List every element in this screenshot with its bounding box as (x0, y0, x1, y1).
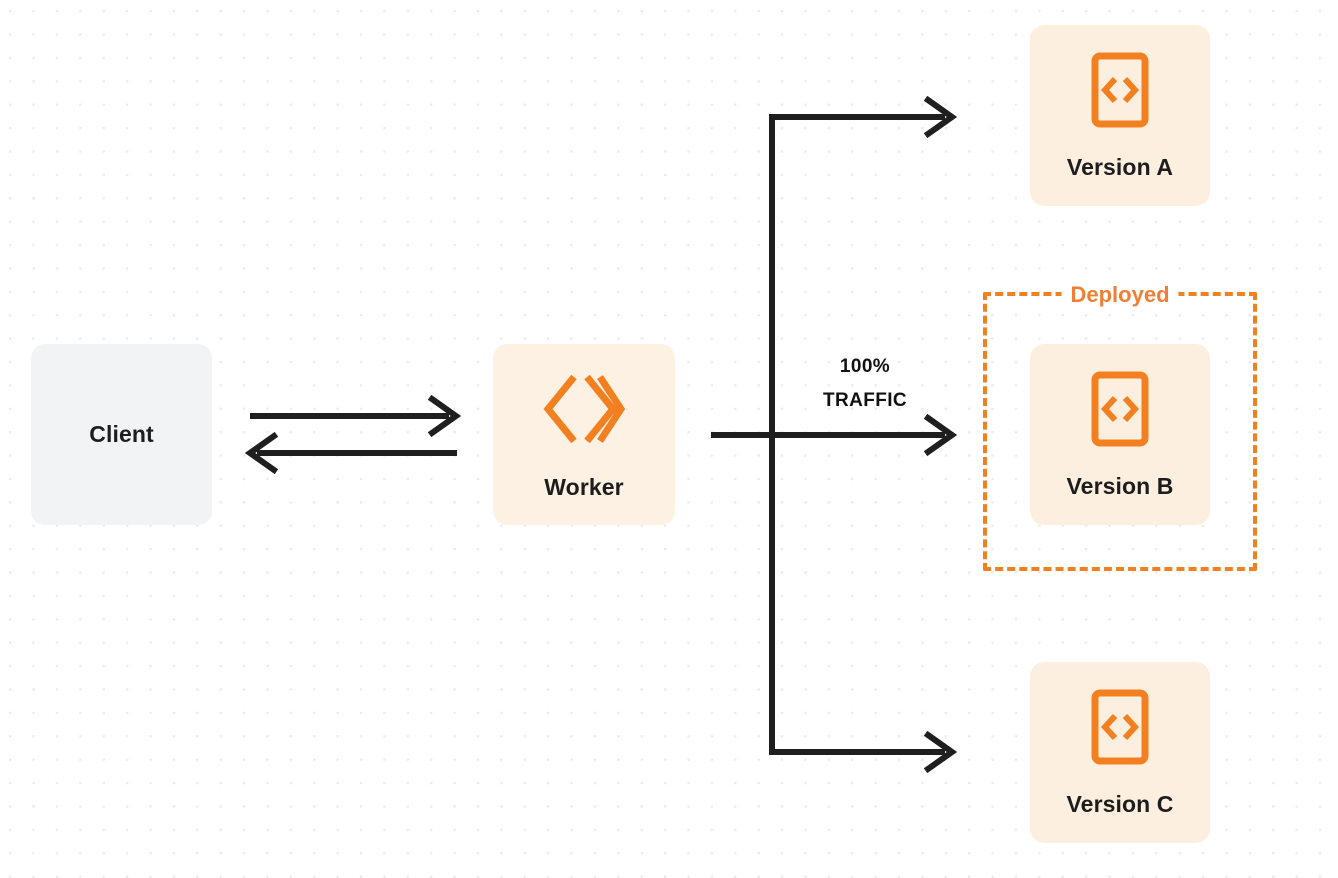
node-version-a[interactable]: Version A (1030, 25, 1210, 206)
node-version-b[interactable]: Version B (1030, 344, 1210, 525)
node-client[interactable]: Client (31, 344, 212, 525)
node-worker[interactable]: Worker (493, 344, 675, 525)
cloudflare-workers-icon (543, 370, 626, 448)
node-version-c-label: Version C (1066, 791, 1174, 817)
node-client-label: Client (89, 421, 154, 447)
deployed-group-label: Deployed (1061, 281, 1179, 309)
node-version-b-label: Version B (1066, 473, 1174, 499)
code-file-icon (1091, 52, 1149, 128)
edge-client-to-worker (250, 394, 462, 438)
traffic-caption: TRAFFIC (822, 390, 908, 411)
node-version-a-label: Version A (1066, 154, 1174, 180)
edge-worker-trunk (711, 117, 945, 752)
code-file-icon (1091, 371, 1149, 447)
node-version-c[interactable]: Version C (1030, 662, 1210, 843)
code-file-icon (1091, 689, 1149, 765)
edge-worker-to-version-b (923, 413, 958, 457)
edge-worker-to-version-a (769, 95, 958, 139)
deployed-group: Deployed (983, 281, 1257, 571)
edge-worker-to-client (244, 431, 457, 475)
traffic-label: 100% TRAFFIC (790, 350, 940, 418)
edge-worker-to-version-c (769, 730, 958, 774)
traffic-percent: 100% (839, 356, 891, 377)
node-worker-label: Worker (544, 474, 624, 500)
